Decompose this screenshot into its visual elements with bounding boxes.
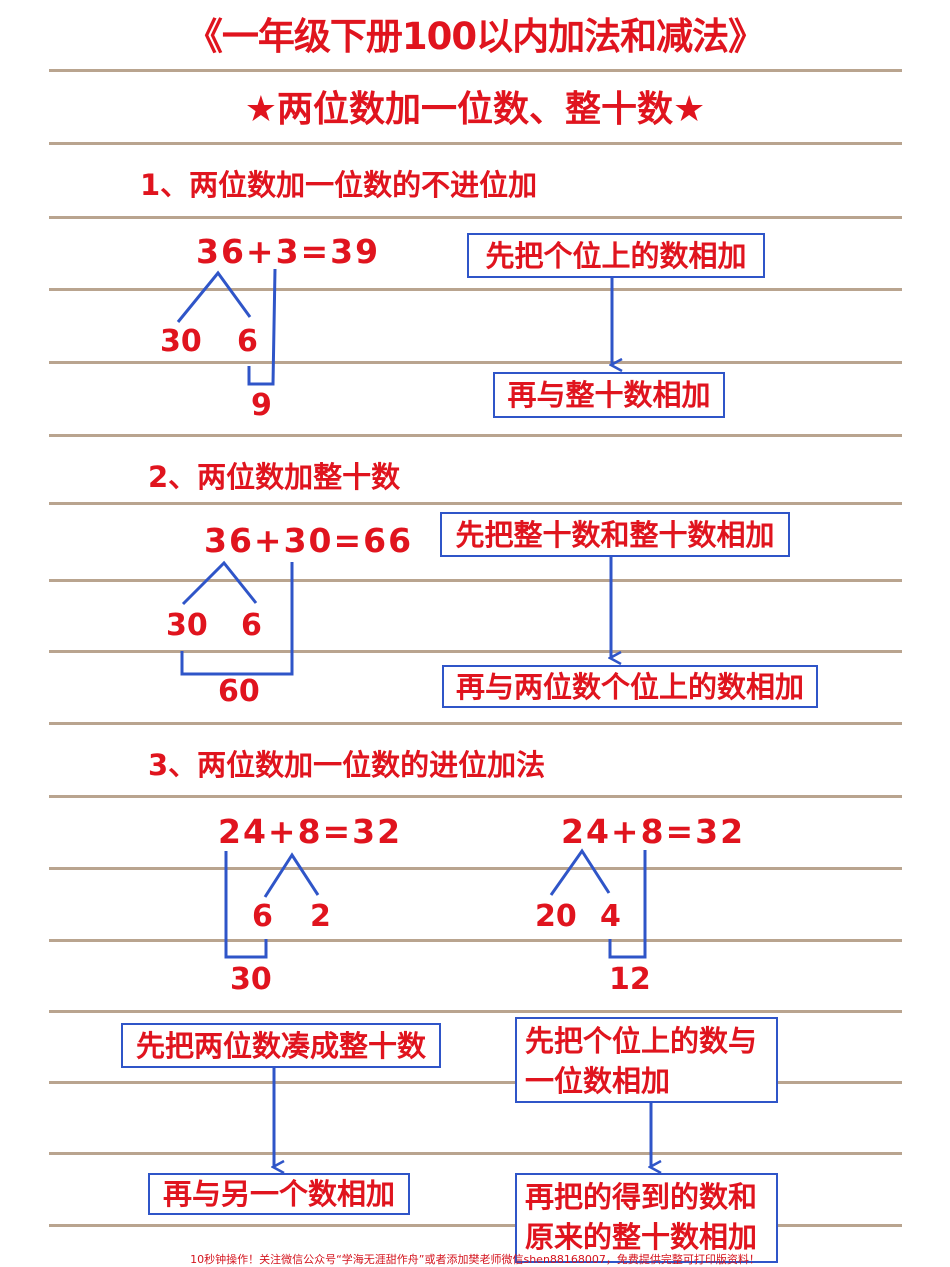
rule-line (49, 795, 902, 798)
section-heading: 1、两位数加一位数的不进位加 (140, 168, 538, 202)
step-box-2: 再与另一个数相加 (148, 1173, 410, 1215)
rule-line (49, 1152, 902, 1155)
page-title: 《一年级下册100以内加法和减法》 (185, 15, 765, 58)
rule-line (49, 650, 902, 653)
step-box-1: 先把个位上的数相加 (467, 233, 765, 278)
rule-line (49, 1081, 902, 1084)
step-box-1: 先把整十数和整十数相加 (440, 512, 790, 557)
equation: 24+8=32 (561, 812, 746, 851)
step-box-1: 先把两位数凑成整十数 (121, 1023, 441, 1068)
split-ones: 6 (237, 324, 258, 359)
partial-sum: 12 (609, 962, 651, 997)
rule-line (49, 142, 902, 145)
footer-note: 10秒钟操作！关注微信公众号“学海无涯甜作舟”或者添加樊老师微信shen8816… (190, 1253, 760, 1266)
split-branch (176, 270, 252, 323)
split-branch (181, 560, 258, 606)
rule-line (49, 1010, 902, 1013)
rule-line (49, 216, 902, 219)
rule-line (49, 722, 902, 725)
partial-sum: 9 (251, 388, 272, 423)
rule-line (49, 1224, 902, 1227)
rule-line (49, 939, 902, 942)
split-tens: 30 (166, 608, 208, 643)
split-tens: 20 (535, 899, 577, 934)
rule-line (49, 579, 902, 582)
rule-line (49, 434, 902, 437)
step-box-2: 再与两位数个位上的数相加 (442, 665, 818, 708)
split-ones: 4 (600, 899, 621, 934)
split-tens: 30 (160, 324, 202, 359)
split-branch (549, 848, 611, 896)
split-second: 2 (310, 899, 331, 934)
rule-line (49, 69, 902, 72)
equation: 24+8=32 (218, 812, 403, 851)
split-branch (263, 852, 320, 898)
section-heading: 2、两位数加整十数 (148, 460, 401, 494)
step-box-1: 先把个位上的数与一位数相加 (515, 1017, 778, 1103)
partial-sum: 30 (230, 962, 272, 997)
page-subtitle: ★两位数加一位数、整十数★ (244, 89, 706, 130)
split-ones: 6 (241, 608, 262, 643)
step-box-2: 再与整十数相加 (493, 372, 725, 418)
rule-line (49, 288, 902, 291)
equation: 36+30=66 (204, 521, 414, 560)
equation: 36+3=39 (196, 232, 381, 271)
rule-line (49, 502, 902, 505)
step-box-2: 再把的得到的数和原来的整十数相加 (515, 1173, 778, 1263)
rule-line (49, 361, 902, 364)
partial-sum: 60 (218, 674, 260, 709)
rule-line (49, 867, 902, 870)
section-heading: 3、两位数加一位数的进位加法 (148, 748, 546, 782)
split-first: 6 (252, 899, 273, 934)
